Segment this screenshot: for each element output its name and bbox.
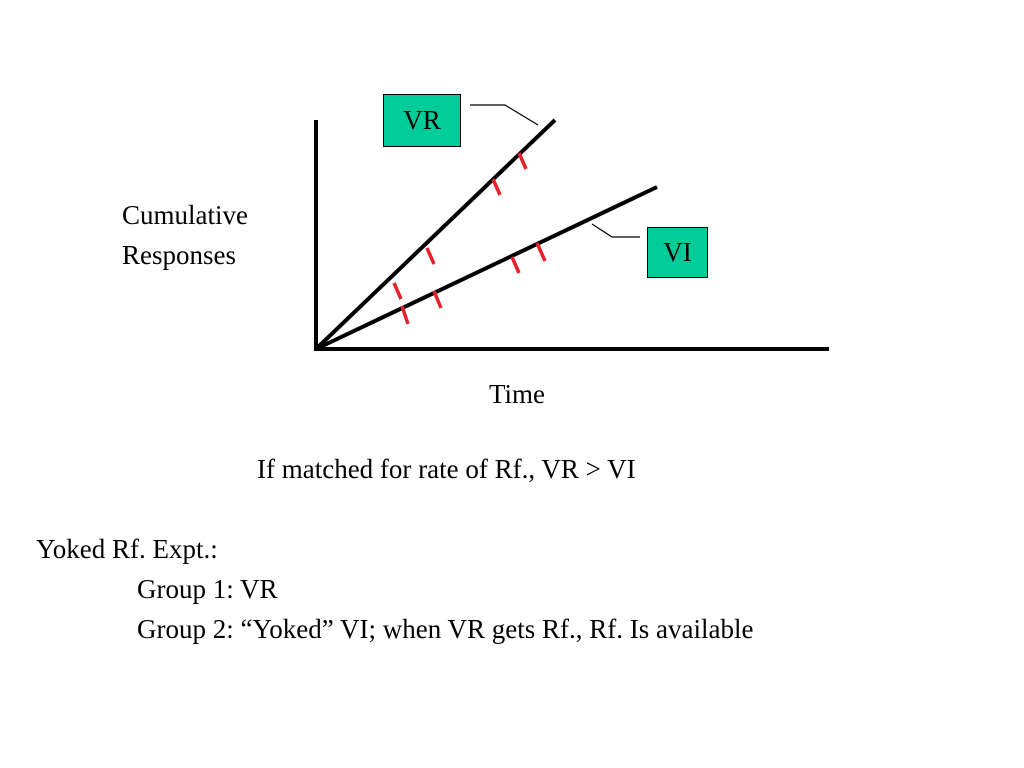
experiment-group2: Group 2: “Yoked” VI; when VR gets Rf., R… <box>137 614 754 644</box>
vi-label: VI <box>663 237 692 267</box>
vi-tick <box>535 242 547 262</box>
vi-label-box: VI <box>647 227 708 278</box>
experiment-heading: Yoked Rf. Expt.: <box>36 534 218 564</box>
vr-tick <box>517 152 528 170</box>
vi-tick <box>400 305 410 325</box>
x-axis-label: Time <box>489 379 546 409</box>
vi-tick <box>510 256 521 274</box>
vr-tick <box>491 178 502 196</box>
caption: If matched for rate of Rf., VR > VI <box>257 454 636 484</box>
vr-reinforcement-ticks <box>392 152 528 300</box>
experiment-group1: Group 1: VR <box>137 574 278 604</box>
vr-line <box>314 118 557 351</box>
vi-leader-line <box>591 223 640 238</box>
y-axis-label-line2: Responses <box>122 240 236 270</box>
y-axis-label-line1: Cumulative <box>122 200 248 230</box>
vr-tick <box>392 282 403 300</box>
vr-label-box: VR <box>383 94 461 147</box>
vr-leader-line <box>470 104 539 126</box>
vr-label: VR <box>403 105 441 135</box>
vi-tick <box>432 290 443 309</box>
vi-reinforcement-ticks <box>400 242 547 325</box>
vi-line <box>315 185 658 351</box>
vr-tick <box>425 247 436 265</box>
